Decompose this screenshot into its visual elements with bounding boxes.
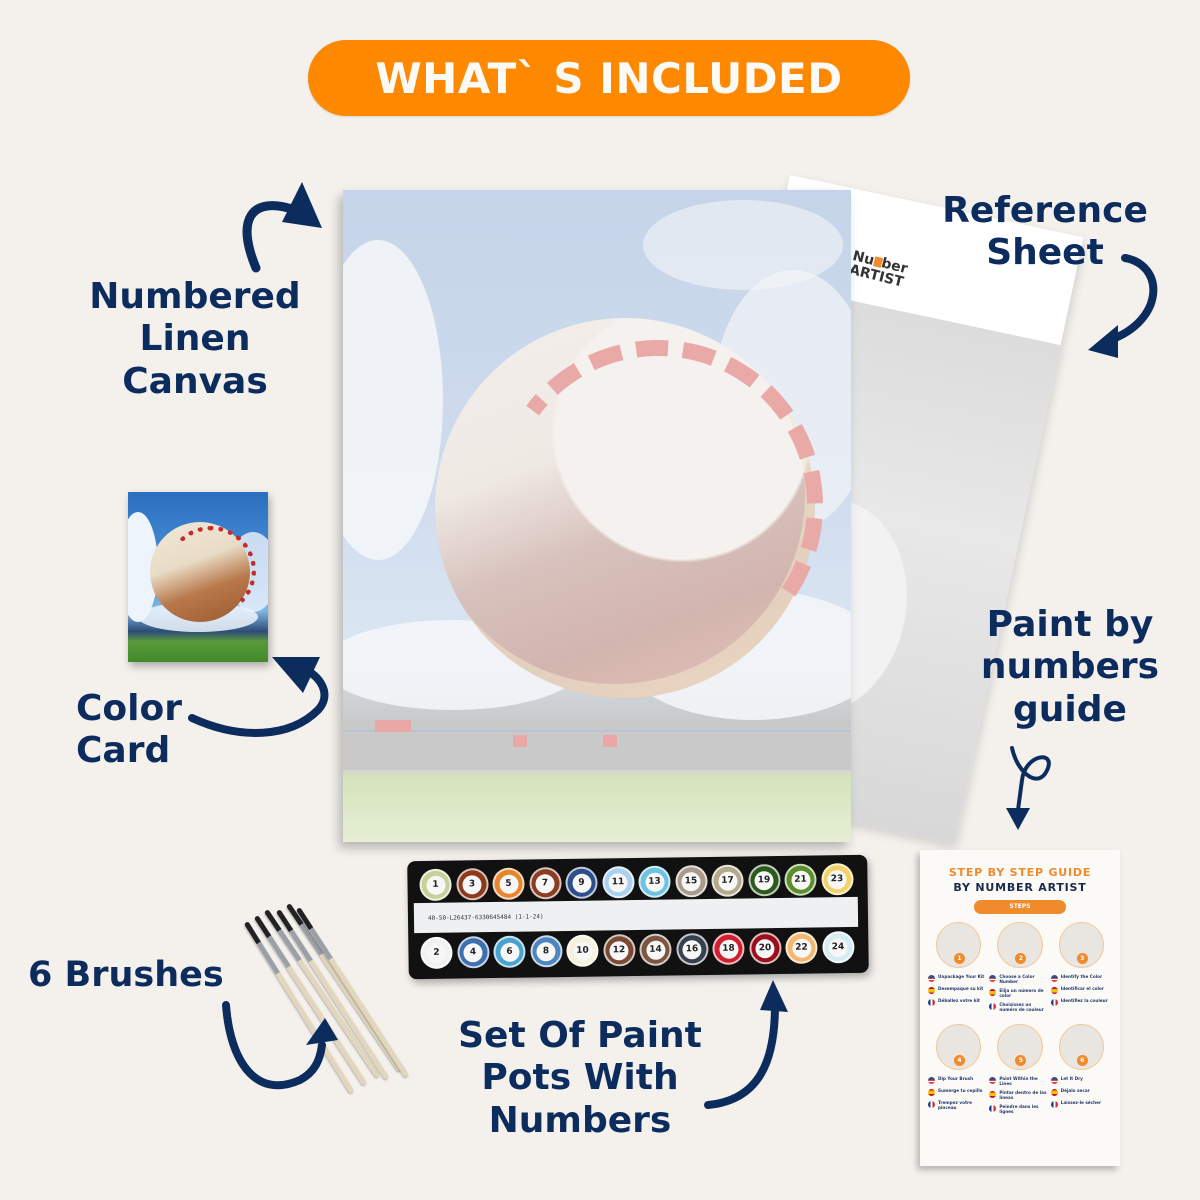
steps-pill: STEPS: [974, 900, 1066, 914]
step-image-4: 4: [936, 1024, 982, 1071]
step-text-es: Pintar dentro de las líneas: [999, 1090, 1047, 1101]
label-numbered-linen-canvas: Numbered Linen Canvas: [89, 276, 301, 402]
guide-title-1: STEP BY STEP GUIDE: [948, 866, 1092, 879]
step-text-es: Sumerge tu cepillo: [938, 1088, 983, 1094]
step-image-6: 6: [1058, 1024, 1104, 1071]
step-text-fr: Laissez-le sécher: [1060, 1100, 1102, 1106]
guide-title-2: BY NUMBER ARTIST: [953, 881, 1087, 894]
step-badge: 3: [1076, 953, 1088, 964]
step-text-en: Unpackage Your Kit: [938, 974, 985, 979]
arrow-to-guide-icon: [1006, 746, 1051, 830]
step-image-5: 5: [997, 1024, 1043, 1071]
es-flag-icon: [1050, 987, 1058, 994]
label-guide: Paint by numbers guide: [980, 604, 1160, 730]
step-text-es: Déjalo secar: [1060, 1088, 1090, 1094]
fr-flag-icon: [989, 1105, 997, 1113]
es-flag-icon: [989, 1091, 997, 1099]
label-brushes: 6 Brushes: [28, 955, 224, 995]
fr-flag-icon: [1050, 999, 1058, 1006]
step-image-2: 2: [997, 922, 1043, 968]
arrow-to-reference-sheet-icon: [1088, 254, 1158, 358]
label-color-card: Color Card: [76, 688, 182, 772]
step-text-fr: Peindre dans les lignes: [999, 1104, 1039, 1115]
step-text-en: Paint Within the Lines: [999, 1076, 1038, 1087]
us-flag-icon: [989, 975, 997, 982]
step-text-es: Desempaque su kit: [938, 986, 984, 991]
label-paint-pots: Set Of Paint Pots With Numbers: [458, 1015, 702, 1141]
us-flag-icon: [928, 975, 935, 982]
step-text-fr: Identifiez la couleur: [1060, 998, 1108, 1003]
us-flag-icon: [1050, 975, 1058, 982]
color-card-image: [128, 492, 268, 662]
step-badge: 5: [1015, 1055, 1027, 1067]
arrow-to-color-card-icon: [188, 657, 329, 737]
fr-flag-icon: [989, 1003, 997, 1011]
es-flag-icon: [928, 1089, 935, 1097]
step-badge: 4: [954, 1055, 965, 1067]
step-text-fr: Trempez votre pinceau: [938, 1100, 972, 1111]
fr-flag-icon: [1050, 1101, 1058, 1109]
step-text-fr: Choisissez un numéro de couleur: [999, 1002, 1044, 1013]
es-flag-icon: [1050, 1089, 1058, 1097]
us-flag-icon: [989, 1077, 997, 1085]
step-image-3: 3: [1058, 922, 1104, 968]
us-flag-icon: [928, 1077, 935, 1085]
es-flag-icon: [928, 987, 935, 994]
arrow-to-brushes-icon: [222, 1001, 338, 1090]
arrow-to-canvas-icon: [242, 182, 322, 273]
stadium-stands: [343, 730, 851, 770]
arrow-to-paint-pots-icon: [704, 980, 788, 1109]
step-text-en: Choose a Color Number: [999, 974, 1035, 985]
whats-included-banner: WHAT` S INCLUDED: [308, 40, 910, 116]
fr-flag-icon: [928, 999, 935, 1006]
step-image-1: 1: [936, 922, 982, 968]
baseball-outline: [435, 318, 815, 698]
step-badge: 6: [1076, 1055, 1088, 1067]
label-reference-sheet: Reference Sheet: [942, 190, 1148, 274]
step-text-es: Identificar el color: [1060, 986, 1104, 991]
step-badge: 2: [1015, 953, 1027, 964]
fr-flag-icon: [928, 1101, 935, 1109]
banner-title: WHAT` S INCLUDED: [375, 53, 843, 103]
numbered-linen-canvas: [343, 190, 851, 842]
paint-by-numbers-guide: STEP BY STEP GUIDE BY NUMBER ARTIST STEP…: [920, 850, 1120, 1166]
step-text-en: Identify the Color: [1060, 974, 1103, 979]
step-text-en: Dip Your Brush: [938, 1076, 974, 1082]
grass-field: [343, 775, 851, 842]
us-flag-icon: [1050, 1077, 1058, 1085]
step-badge: 1: [954, 953, 965, 964]
step-text-en: Let It Dry: [1060, 1076, 1083, 1082]
step-text-es: Elija un número de color: [999, 988, 1044, 999]
step-text-fr: Déballez votre kit: [938, 998, 980, 1003]
es-flag-icon: [989, 989, 997, 997]
